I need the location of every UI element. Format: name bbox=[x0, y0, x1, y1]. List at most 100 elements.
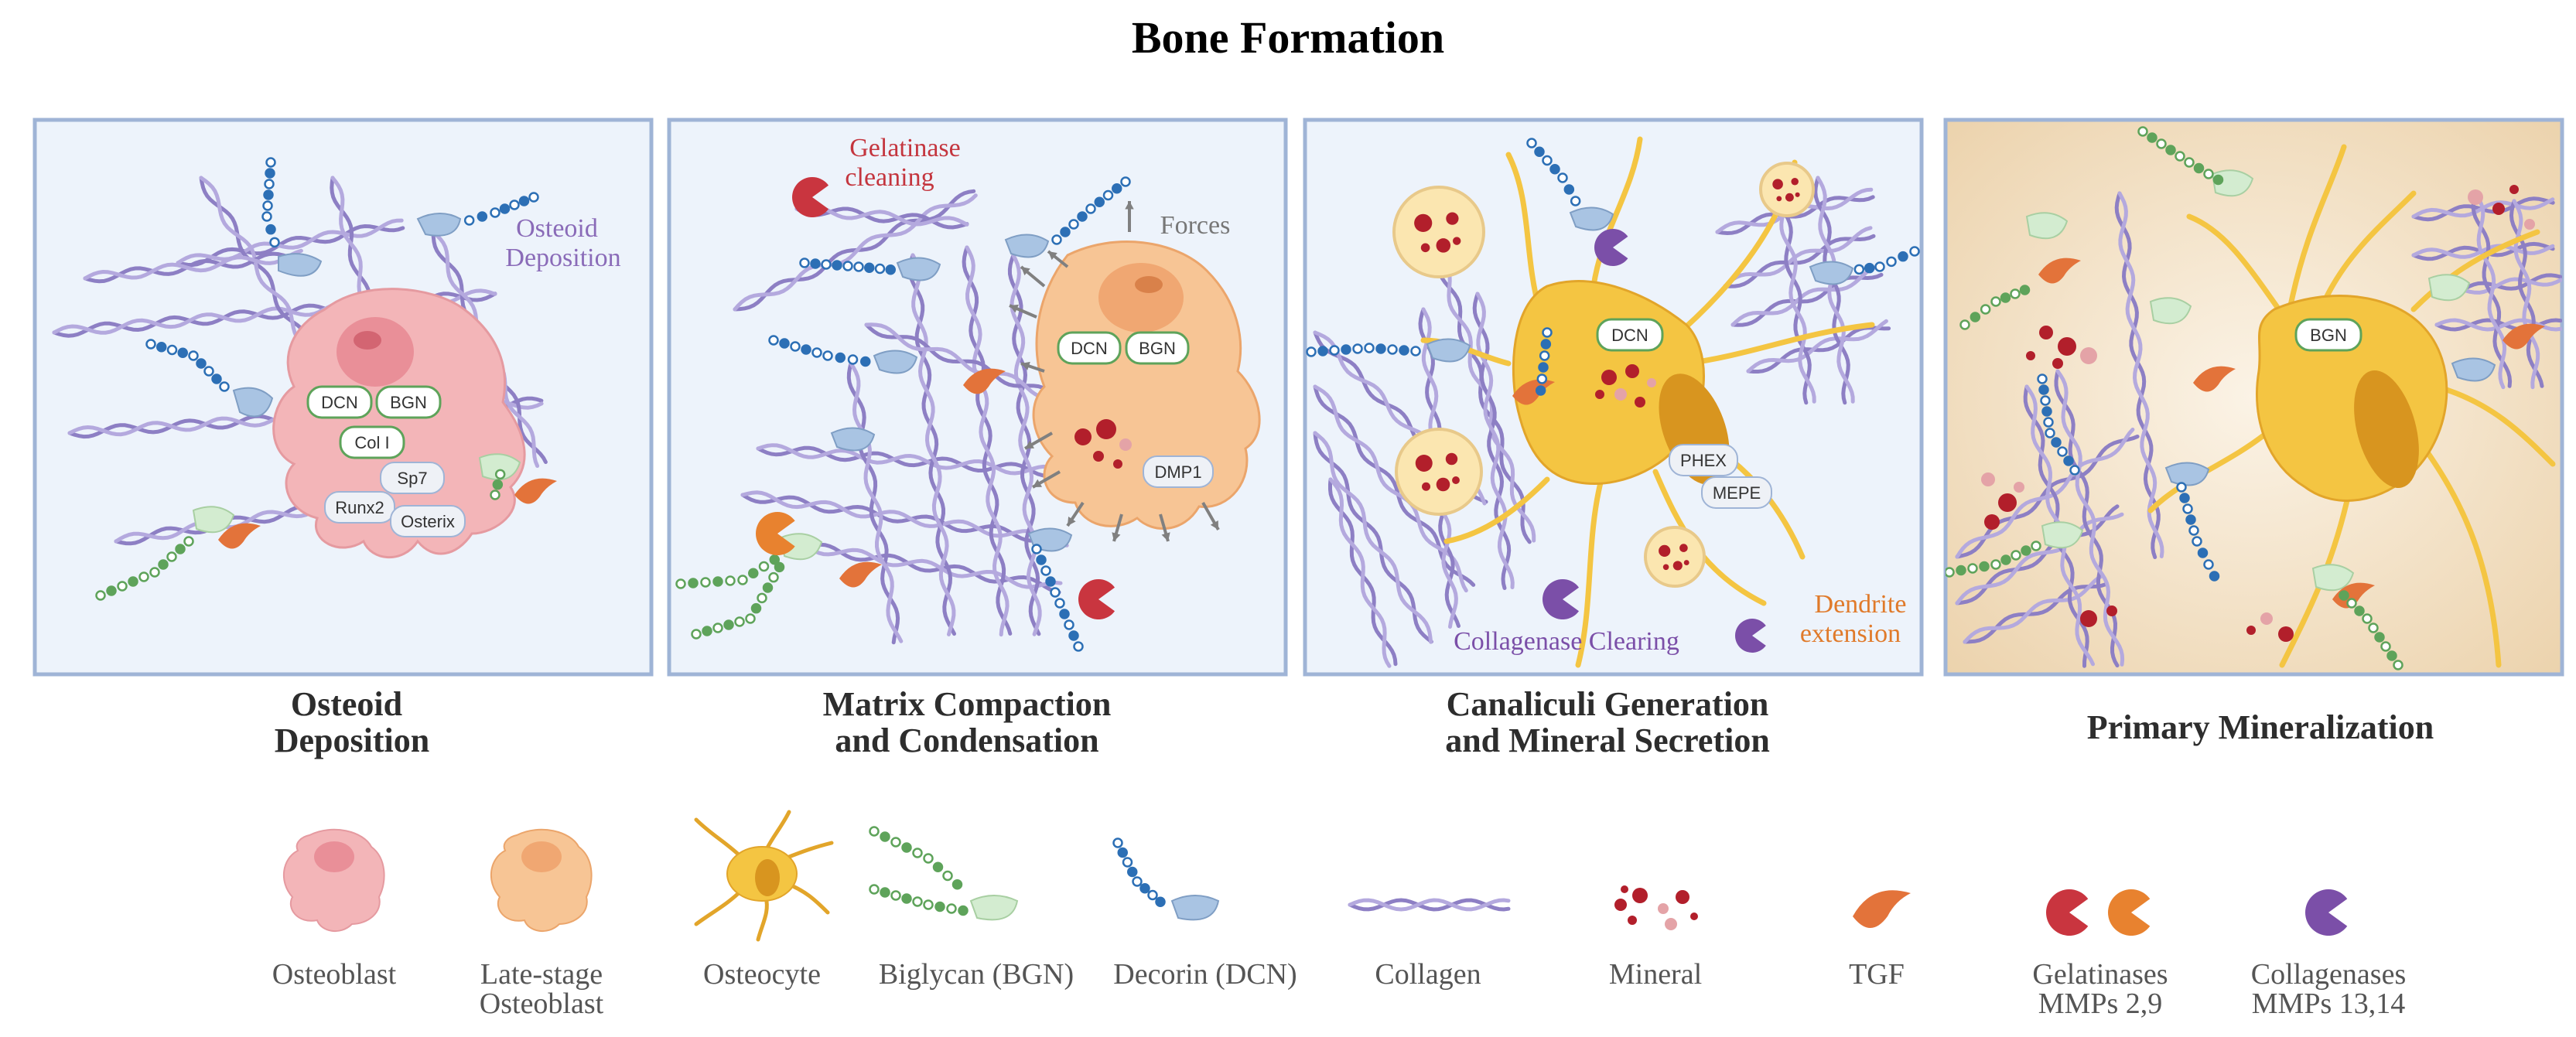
panel-osteoid-deposition: DCN BGN Col I Sp7 Runx2 Osterix Osteoid … bbox=[32, 118, 654, 677]
legend-item-decorin: Decorin (DCN) bbox=[1112, 837, 1297, 991]
bead bbox=[2031, 541, 2041, 551]
bead bbox=[1155, 896, 1166, 907]
collagen-strand bbox=[1730, 264, 1881, 327]
bead bbox=[1102, 189, 1114, 201]
dendrite bbox=[2186, 213, 2293, 328]
annotation-gelatinase-line2: cleaning bbox=[845, 163, 934, 192]
annotation-dendrite-line2: extension bbox=[1800, 619, 1901, 648]
bead bbox=[528, 192, 539, 203]
mineral-particle bbox=[2278, 626, 2294, 642]
mineral-particle bbox=[1690, 912, 1698, 920]
collagen-strand bbox=[2512, 199, 2540, 390]
mineral-particle bbox=[1672, 561, 1683, 571]
chip-box bbox=[324, 491, 395, 524]
protein-label: Runx2 bbox=[335, 498, 384, 517]
bead bbox=[890, 837, 901, 848]
mineral-particle bbox=[1659, 544, 1671, 558]
biglycan-core bbox=[2211, 169, 2254, 197]
legend-label-biglycan: Biglycan (BGN) bbox=[879, 958, 1074, 991]
legend-label-collagen: Collagen bbox=[1375, 958, 1481, 991]
dendrite bbox=[2410, 229, 2540, 312]
collagen-strand bbox=[962, 245, 1013, 636]
mineral-particle bbox=[1446, 212, 1459, 225]
bead bbox=[832, 260, 842, 271]
legend-label-gelatinases-line2: MMPs 2,9 bbox=[2038, 988, 2163, 1020]
bead bbox=[1946, 567, 1955, 578]
collagen-strand bbox=[1963, 574, 2105, 644]
bead bbox=[2037, 374, 2048, 384]
bead bbox=[2156, 138, 2167, 149]
force-arrow-head bbox=[1021, 361, 1030, 370]
matrix-vesicle bbox=[1392, 186, 1485, 278]
bead bbox=[2374, 632, 2385, 643]
bead bbox=[799, 258, 810, 268]
mineral-particle bbox=[1415, 455, 1433, 472]
chip-box bbox=[2294, 318, 2362, 352]
bead bbox=[2041, 406, 2052, 417]
bead bbox=[779, 338, 790, 349]
bead bbox=[1387, 344, 1398, 355]
chip-box bbox=[306, 385, 373, 419]
chip-box bbox=[390, 505, 466, 537]
bead bbox=[748, 568, 759, 578]
tgf-molecule bbox=[963, 368, 1006, 394]
nucleus bbox=[755, 859, 780, 896]
biglycan-core bbox=[2311, 564, 2355, 592]
legend-label-decorin: Decorin (DCN) bbox=[1113, 958, 1297, 991]
protein-label: BGN bbox=[2310, 326, 2347, 345]
bead bbox=[219, 381, 230, 392]
bead bbox=[1538, 362, 1549, 373]
bead bbox=[269, 237, 280, 248]
protein-label: PHEX bbox=[1680, 451, 1727, 470]
bead bbox=[1040, 565, 1051, 576]
bead bbox=[811, 347, 822, 358]
mineral-particle bbox=[1981, 472, 1995, 486]
bead bbox=[885, 264, 896, 275]
pacman-icons bbox=[1543, 229, 1766, 653]
bead bbox=[821, 259, 832, 270]
mineral-particle bbox=[2026, 351, 2035, 360]
bead bbox=[2184, 157, 2195, 168]
bead bbox=[95, 590, 106, 601]
biglycan-core bbox=[192, 506, 235, 534]
bead bbox=[490, 207, 501, 218]
bead-chains bbox=[1946, 126, 2403, 670]
bead bbox=[158, 559, 169, 570]
bead bbox=[2000, 292, 2011, 303]
collagen-strand bbox=[1313, 384, 1476, 587]
bead bbox=[196, 358, 207, 369]
bead bbox=[2040, 395, 2051, 406]
pacman-icons bbox=[755, 177, 1115, 619]
collagen-strand bbox=[846, 361, 900, 645]
caption-primary-mineralization: Primary Mineralization bbox=[2087, 708, 2434, 746]
bead bbox=[1068, 630, 1079, 641]
protein-chip-group: DCN PHEX MEPE bbox=[1596, 318, 1772, 509]
enzyme-shape bbox=[1078, 579, 1115, 619]
bead bbox=[758, 561, 770, 572]
bead bbox=[175, 544, 186, 554]
annotation-dendrite-line1: Dendrite bbox=[1815, 590, 1907, 619]
protein-label: BGN bbox=[1139, 339, 1176, 358]
collagen-strand bbox=[176, 223, 405, 268]
collagen-strand bbox=[907, 253, 956, 636]
bead bbox=[1874, 261, 1885, 272]
bead bbox=[934, 901, 945, 912]
bead bbox=[1122, 857, 1133, 868]
mineral-particle bbox=[2058, 337, 2076, 356]
bead bbox=[864, 262, 875, 273]
bead bbox=[494, 469, 506, 480]
bead bbox=[2192, 536, 2202, 547]
bead bbox=[2137, 126, 2148, 137]
enzyme-shape bbox=[2305, 889, 2348, 936]
enzyme-shape bbox=[791, 177, 829, 217]
biglycan-core bbox=[478, 453, 521, 481]
biglycan-icon bbox=[969, 895, 1019, 921]
caption-osteoid-deposition-line1: Osteoid bbox=[291, 685, 402, 723]
bead bbox=[490, 490, 501, 500]
mineral-particle bbox=[1625, 364, 1639, 378]
mineral-particle bbox=[1452, 476, 1460, 484]
enzyme-shape bbox=[2046, 889, 2089, 936]
bead bbox=[1077, 211, 1088, 222]
collagenases-icon bbox=[2305, 889, 2348, 936]
bead bbox=[145, 339, 156, 350]
